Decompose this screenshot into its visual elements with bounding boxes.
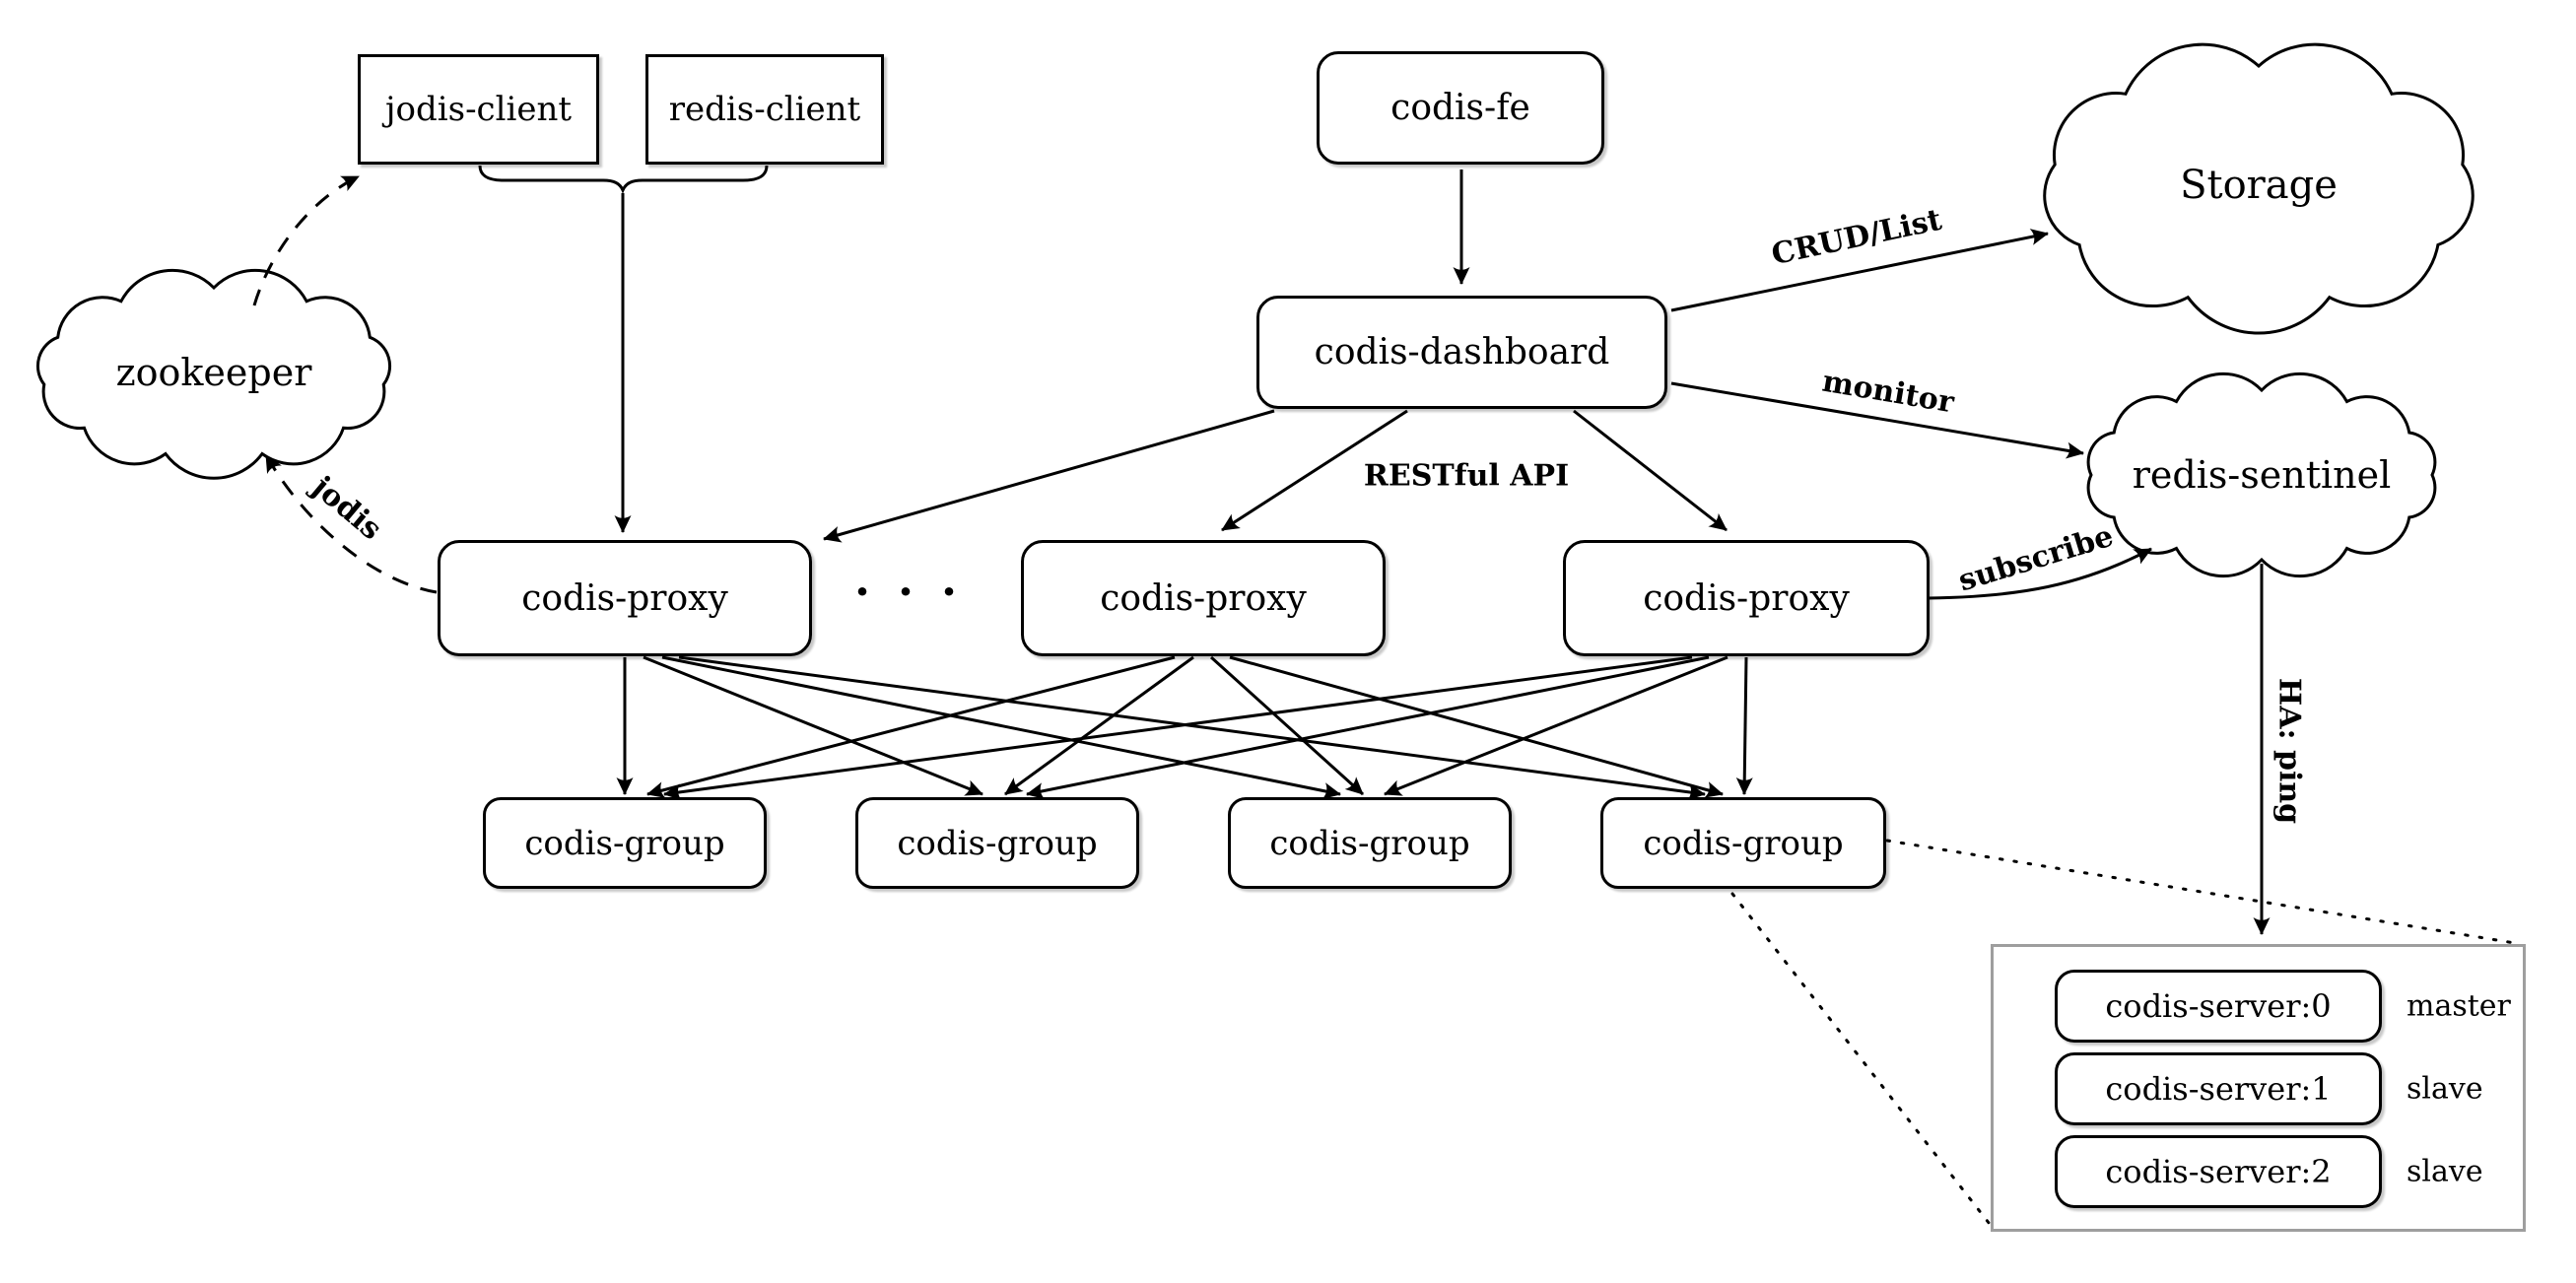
node-codis-proxy-2-label: codis-proxy [1100, 577, 1307, 619]
role-label-slave-2: slave [2407, 1154, 2483, 1189]
node-codis-server-1: codis-server:1 [2055, 1052, 2382, 1125]
proxy-group-links [616, 655, 1753, 801]
node-codis-proxy-2: codis-proxy [1021, 540, 1386, 656]
edge-label-restful-api: RESTful API [1363, 458, 1570, 494]
role-label-slave-1: slave [2407, 1071, 2483, 1107]
node-jodis-client-label: jodis-client [384, 90, 573, 129]
node-codis-dashboard-label: codis-dashboard [1314, 332, 1610, 372]
node-jodis-client: jodis-client [358, 54, 599, 165]
arrow-dashboard-to-storage [1670, 229, 2049, 312]
arrow-dashboard-to-proxy1 [823, 409, 1275, 543]
dotted-group4-to-panel-bottom [1730, 892, 1995, 1230]
node-codis-server-2: codis-server:2 [2055, 1135, 2382, 1208]
dotted-group4-to-panel-top [1885, 839, 2523, 946]
node-codis-group-3-label: codis-group [1269, 823, 1470, 863]
node-codis-fe-label: codis-fe [1390, 88, 1530, 128]
link-proxy2-group4 [1229, 655, 1724, 798]
link-proxy3-group4 [1735, 656, 1753, 795]
node-codis-server-0-label: codis-server:0 [2105, 987, 2332, 1025]
node-codis-group-4: codis-group [1600, 797, 1886, 889]
link-proxy1-group3 [661, 655, 1341, 799]
node-codis-proxy-1: codis-proxy [438, 540, 812, 656]
link-proxy3-group3 [1384, 655, 1729, 796]
role-label-master: master [2407, 988, 2511, 1024]
arrow-zookeeper-to-jodis-client [252, 174, 360, 306]
node-codis-server-2-label: codis-server:2 [2105, 1153, 2332, 1190]
arrow-dashboard-to-proxy2 [1221, 409, 1408, 532]
node-codis-group-4-label: codis-group [1643, 823, 1844, 863]
node-codis-group-2: codis-group [855, 797, 1139, 889]
link-proxy2-group2 [1004, 655, 1194, 796]
node-codis-group-1-label: codis-group [524, 823, 725, 863]
redis-sentinel-cloud-label: redis-sentinel [2132, 453, 2392, 497]
storage-cloud-shape [2043, 42, 2474, 335]
node-codis-fe: codis-fe [1317, 51, 1604, 165]
edge-label-ha-ping: HA: ping [2271, 677, 2307, 825]
node-codis-dashboard: codis-dashboard [1256, 296, 1667, 409]
node-codis-server-1-label: codis-server:1 [2105, 1070, 2332, 1108]
zookeeper-cloud-label: zookeeper [115, 351, 312, 394]
node-redis-client-label: redis-client [668, 90, 861, 129]
node-redis-client: redis-client [645, 54, 884, 165]
node-codis-proxy-3-label: codis-proxy [1643, 577, 1850, 619]
node-codis-group-2-label: codis-group [897, 823, 1098, 863]
node-codis-group-3: codis-group [1228, 797, 1512, 889]
link-proxy1-group4 [678, 655, 1706, 801]
link-proxy2-group3 [1209, 655, 1365, 796]
clients-brace [478, 165, 769, 194]
node-codis-group-1: codis-group [483, 797, 767, 889]
link-proxy2-group1 [646, 655, 1176, 798]
link-proxy3-group1 [663, 655, 1693, 801]
arrow-dashboard-to-sentinel [1670, 381, 2084, 459]
storage-cloud-label: Storage [2180, 163, 2338, 208]
link-proxy1-group2 [643, 655, 983, 796]
node-codis-proxy-1-label: codis-proxy [521, 577, 728, 619]
redis-sentinel-cloud-shape [2086, 371, 2437, 578]
arrow-proxy3-subscribe-sentinel [1916, 547, 2152, 600]
node-codis-proxy-3: codis-proxy [1563, 540, 1930, 656]
link-proxy3-group2 [1026, 655, 1710, 799]
arrow-dashboard-to-proxy3 [1573, 409, 1728, 532]
zookeeper-cloud-shape [36, 268, 391, 480]
node-codis-server-0: codis-server:0 [2055, 970, 2382, 1043]
proxy-ellipsis: · · · [853, 565, 964, 618]
